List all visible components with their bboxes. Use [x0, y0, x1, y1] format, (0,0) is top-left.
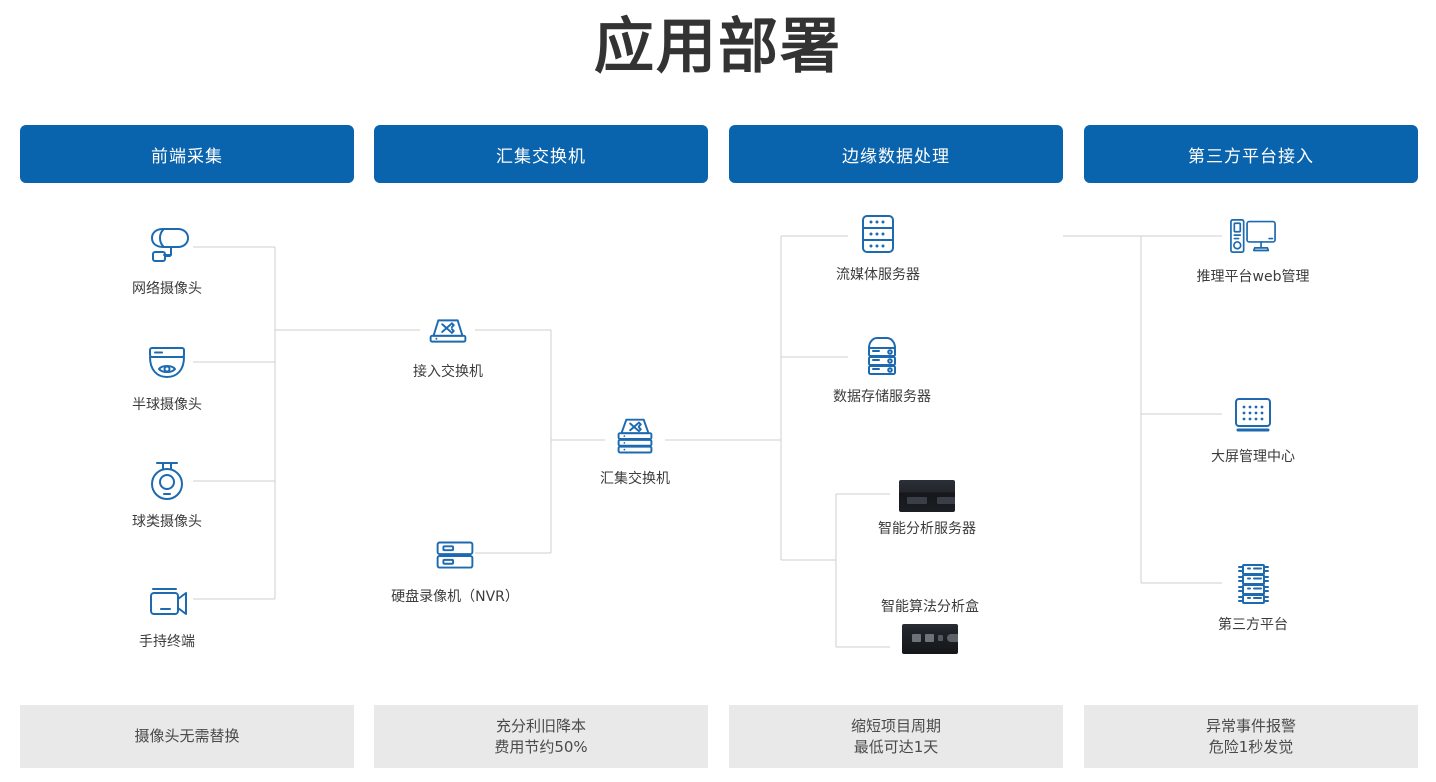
footer-benefit-front-end-collection: 摄像头无需替换	[20, 705, 354, 768]
column-header-third-party-platform-access[interactable]: 第三方平台接入	[1084, 125, 1418, 183]
footer-line-2: 费用节约50%	[494, 737, 588, 756]
footer-line-1: 异常事件报警	[1205, 716, 1296, 735]
storage-server-icon	[854, 330, 910, 382]
footer-line-2: 最低可达1天	[853, 737, 939, 756]
third-party-platform-icon	[1225, 558, 1281, 610]
footer-line-1: 充分利旧降本	[495, 716, 586, 735]
node-label: 智能算法分析盒	[881, 599, 979, 615]
footer-benefit-edge-data-processing: 缩短项目周期 最低可达1天	[729, 705, 1063, 768]
nvr-icon	[427, 530, 483, 582]
node-data-storage-server[interactable]: 数据存储服务器	[787, 330, 977, 406]
node-dome-camera[interactable]: 半球摄像头	[72, 338, 262, 414]
aggregation-switch-icon	[607, 412, 663, 464]
footer-benefit-third-party-platform-access: 异常事件报警 危险1秒发觉	[1084, 705, 1418, 768]
node-label: 数据存储服务器	[833, 389, 931, 405]
node-intelligent-analysis-server[interactable]: 智能分析服务器	[832, 478, 1022, 538]
footer-line-1: 缩短项目周期	[850, 716, 941, 735]
analysis-server-photo	[899, 478, 955, 514]
ptz-camera-icon	[139, 455, 195, 507]
bullet-camera-icon	[139, 222, 195, 274]
node-label: 大屏管理中心	[1211, 449, 1295, 465]
edge-box-image	[902, 624, 958, 654]
node-label: 手持终端	[139, 634, 195, 650]
column-header-label: 第三方平台接入	[1188, 146, 1314, 167]
node-label: 球类摄像头	[132, 514, 202, 530]
column-header-edge-data-processing[interactable]: 边缘数据处理	[729, 125, 1063, 183]
dome-camera-icon	[139, 338, 195, 390]
node-label: 网络摄像头	[132, 281, 202, 297]
column-header-label: 前端采集	[151, 146, 223, 167]
handheld-camcorder-icon	[139, 575, 195, 627]
node-label: 接入交换机	[413, 364, 483, 380]
node-inference-platform-web-management[interactable]: 推理平台web管理	[1158, 210, 1348, 286]
node-nvr[interactable]: 硬盘录像机（NVR）	[360, 530, 550, 606]
page-title: 应用部署	[594, 12, 842, 82]
node-ptz-camera[interactable]: 球类摄像头	[72, 455, 262, 531]
column-header-label: 边缘数据处理	[842, 146, 950, 167]
node-label: 硬盘录像机（NVR）	[391, 589, 519, 605]
access-switch-icon	[420, 305, 476, 357]
node-streaming-server[interactable]: 流媒体服务器	[783, 208, 973, 284]
edge-ai-box-photo	[902, 622, 958, 656]
column-header-aggregation-switch[interactable]: 汇集交换机	[374, 125, 708, 183]
ports-detail	[912, 634, 958, 642]
footer-benefit-aggregation-switch: 充分利旧降本 费用节约50%	[374, 705, 708, 768]
node-label: 智能分析服务器	[878, 521, 976, 537]
node-label: 汇集交换机	[600, 471, 670, 487]
node-label: 流媒体服务器	[836, 267, 920, 283]
desktop-pc-icon	[1225, 210, 1281, 262]
node-label: 第三方平台	[1218, 617, 1288, 633]
column-header-front-end-collection[interactable]: 前端采集	[20, 125, 354, 183]
node-aggregation-switch[interactable]: 汇集交换机	[540, 412, 730, 488]
streaming-server-icon	[850, 208, 906, 260]
footer-line-2: 危险1秒发觉	[1208, 737, 1294, 756]
node-intelligent-algorithm-box[interactable]: 智能算法分析盒	[835, 598, 1025, 656]
node-large-screen-management-center[interactable]: 大屏管理中心	[1158, 390, 1348, 466]
rack-server-image	[899, 480, 955, 512]
node-third-party-platform[interactable]: 第三方平台	[1158, 558, 1348, 634]
video-wall-icon	[1225, 390, 1281, 442]
node-network-camera[interactable]: 网络摄像头	[72, 222, 262, 298]
column-header-label: 汇集交换机	[496, 146, 586, 167]
node-label: 推理平台web管理	[1196, 269, 1310, 285]
node-handheld-terminal[interactable]: 手持终端	[72, 575, 262, 651]
footer-line-1: 摄像头无需替换	[134, 727, 240, 745]
node-access-switch[interactable]: 接入交换机	[353, 305, 543, 381]
node-label: 半球摄像头	[132, 397, 202, 413]
